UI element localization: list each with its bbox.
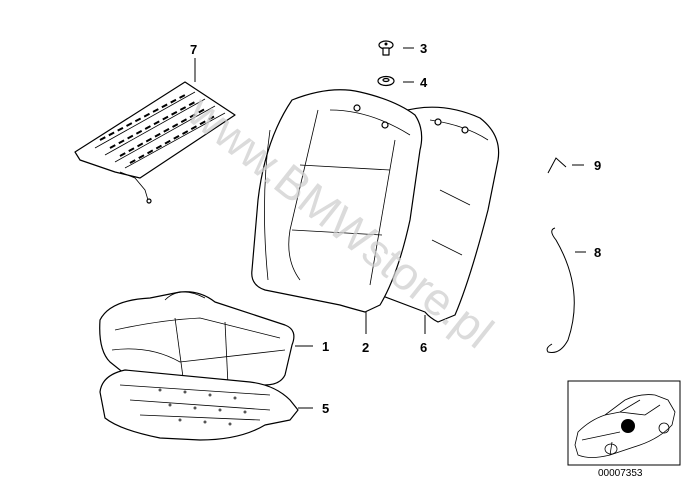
callout-9[interactable]: 9 bbox=[594, 158, 601, 173]
callout-7[interactable]: 7 bbox=[190, 42, 197, 57]
callout-1[interactable]: 1 bbox=[322, 339, 329, 354]
diagram-code: 00007353 bbox=[598, 468, 643, 479]
callout-8[interactable]: 8 bbox=[594, 245, 601, 260]
part-5-seat-foam[interactable] bbox=[99, 369, 299, 441]
part-7-heating-mat[interactable] bbox=[74, 81, 236, 204]
part-2-backrest-cover[interactable] bbox=[251, 89, 423, 313]
callout-5[interactable]: 5 bbox=[322, 401, 329, 416]
part-8-wire-clamp[interactable] bbox=[546, 227, 575, 353]
part-3-clip[interactable] bbox=[378, 40, 394, 56]
callout-6[interactable]: 6 bbox=[420, 340, 427, 355]
callout-2[interactable]: 2 bbox=[362, 340, 369, 355]
car-outline-icon bbox=[574, 394, 676, 458]
part-9-hook[interactable] bbox=[547, 157, 567, 174]
part-4-washer[interactable] bbox=[377, 75, 395, 87]
location-marker-icon bbox=[621, 419, 635, 433]
vehicle-location-inset[interactable] bbox=[567, 380, 681, 466]
callout-3[interactable]: 3 bbox=[420, 41, 427, 56]
callout-4[interactable]: 4 bbox=[420, 75, 428, 90]
